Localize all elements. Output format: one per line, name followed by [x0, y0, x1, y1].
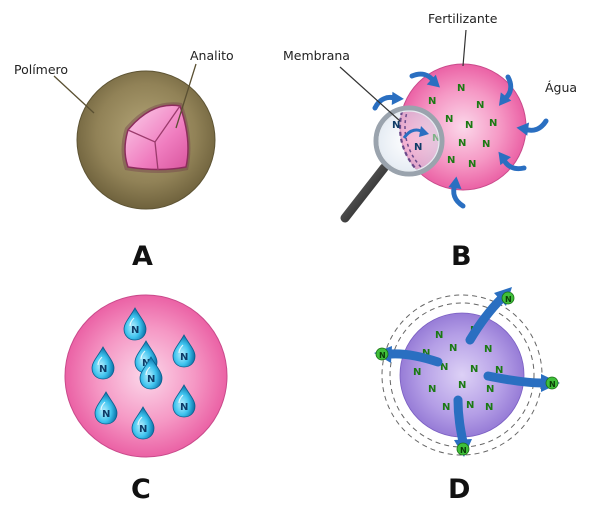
nutrient-symbol: N: [147, 374, 155, 385]
membrane-label: Membrana: [283, 48, 350, 63]
nutrient-symbol: N: [414, 142, 422, 153]
nutrient-symbol: N: [476, 100, 484, 111]
polymer-leader-line: [54, 76, 94, 113]
panel-b: N N N N N N N N N N N: [283, 11, 577, 272]
nutrient-symbol: N: [442, 402, 450, 413]
nutrient-symbol: N: [180, 352, 188, 363]
water-label: Água: [545, 80, 577, 95]
nutrient-symbol: N: [466, 400, 474, 411]
membrane-leader-line: [340, 67, 400, 121]
nutrient-symbol: N: [99, 364, 107, 375]
nutrient-symbol: N: [468, 159, 476, 170]
panel-c: N N N N N N N N C: [65, 295, 227, 505]
fertilizer-leader-line: [463, 30, 466, 66]
magnifier-handle: [345, 168, 384, 218]
nutrient-symbol: N: [482, 139, 490, 150]
panel-letter-b: B: [451, 241, 472, 272]
nutrient-symbol: N: [428, 384, 436, 395]
panel-letter-a: A: [132, 241, 153, 272]
nutrient-symbol: N: [139, 424, 147, 435]
water-arrow: [373, 90, 405, 108]
nutrient-symbol: N: [485, 402, 493, 413]
polymer-label: Polímero: [14, 62, 68, 77]
nutrient-symbol: N: [102, 409, 110, 420]
nutrient-symbol: N: [435, 330, 443, 341]
nutrient-symbol: N: [445, 114, 453, 125]
nutrient-symbol: N: [449, 343, 457, 354]
nutrient-symbol: N: [549, 380, 556, 389]
nutrient-symbol: N: [486, 384, 494, 395]
nutrient-symbol: N: [470, 364, 478, 375]
nutrient-symbol: N: [489, 118, 497, 129]
nutrient-symbol: N: [460, 446, 467, 455]
panel-a: Polímero Analito A: [14, 48, 234, 272]
panel-letter-d: D: [448, 474, 470, 505]
nutrient-symbol: N: [505, 295, 512, 304]
nutrient-symbol: N: [465, 120, 473, 131]
nutrient-symbol: N: [447, 155, 455, 166]
nutrient-symbol: N: [458, 138, 466, 149]
nutrient-symbol: N: [457, 83, 465, 94]
nutrient-symbol: N: [131, 325, 139, 336]
analyte-label: Analito: [190, 48, 234, 63]
panel-letter-c: C: [131, 474, 151, 505]
fertilizer-label: Fertilizante: [428, 11, 498, 26]
nutrient-symbol: N: [379, 351, 386, 360]
nutrient-symbol: N: [428, 96, 436, 107]
nutrient-symbol: N: [413, 367, 421, 378]
nutrient-symbol: N: [180, 402, 188, 413]
nutrient-symbol: N: [458, 380, 466, 391]
nutrient-symbol: N: [392, 120, 400, 131]
nutrient-symbol: N: [484, 344, 492, 355]
panel-d: N N N N N N N N N N N N N N N N: [374, 287, 560, 505]
